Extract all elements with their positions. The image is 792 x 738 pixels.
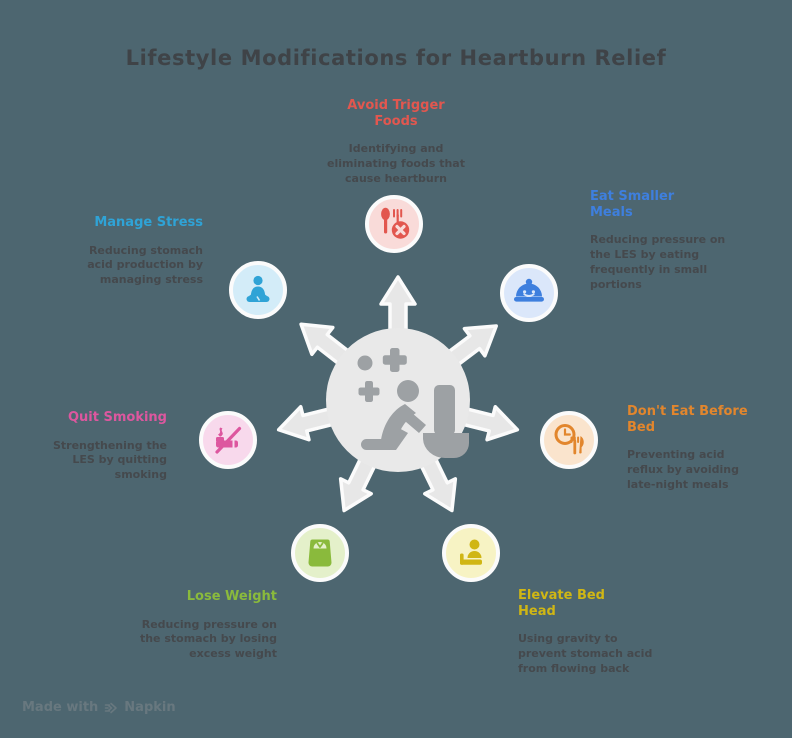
node-quit-smoking-description: Strengthening the LES by quitting smokin… (52, 438, 167, 482)
node-elevate-bed-head-description: Using gravity to prevent stomach acid fr… (518, 632, 653, 675)
watermark-brand: Napkin (124, 700, 176, 715)
node-avoid-trigger-foods: Avoid Trigger Foods Identifying and elim… (306, 98, 486, 187)
node-quit-smoking: Quit Smoking Strengthening the LES by qu… (27, 410, 167, 483)
no-smoking-icon (199, 411, 257, 469)
node-lose-weight-title: Lose Weight (186, 589, 277, 604)
person-in-bed-icon (442, 524, 500, 582)
node-manage-stress: Manage Stress Reducing stomach acid prod… (63, 215, 203, 288)
node-manage-stress-description: Reducing stomach acid production by mana… (87, 243, 203, 287)
node-quit-smoking-title: Quit Smoking (67, 410, 167, 425)
node-eat-smaller-meals-title: Eat Smaller Meals (590, 189, 675, 220)
node-manage-stress-title: Manage Stress (94, 215, 203, 230)
node-avoid-trigger-foods-description: Identifying and eliminating foods that c… (327, 142, 465, 185)
no-food-icon (365, 195, 423, 253)
node-dont-eat-before-bed-title: Don't Eat Before Bed (627, 404, 748, 435)
meal-clock-icon (540, 411, 598, 469)
node-avoid-trigger-foods-title: Avoid Trigger Foods (347, 98, 445, 129)
node-dont-eat-before-bed-description: Preventing acid reflux by avoiding late-… (627, 448, 739, 491)
center-hub (238, 240, 558, 560)
node-eat-smaller-meals: Eat Smaller Meals Reducing pressure on t… (590, 189, 732, 293)
meditation-icon (229, 261, 287, 319)
hub-arrows-graphic (276, 275, 520, 513)
watermark-prefix: Made with (22, 700, 99, 715)
node-dont-eat-before-bed: Don't Eat Before Bed Preventing acid ref… (627, 404, 777, 493)
covered-dish-icon (500, 264, 558, 322)
node-elevate-bed-head: Elevate Bed Head Using gravity to preven… (518, 588, 663, 677)
node-lose-weight: Lose Weight Reducing pressure on the sto… (117, 589, 277, 662)
node-eat-smaller-meals-description: Reducing pressure on the LES by eating f… (590, 233, 726, 291)
watermark: Made with Napkin (22, 700, 176, 715)
heartburn-person-icon (357, 348, 469, 458)
page-title: Lifestyle Modifications for Heartburn Re… (125, 46, 667, 70)
node-elevate-bed-head-title: Elevate Bed Head (518, 588, 605, 619)
napkin-logo-icon (104, 702, 118, 713)
node-lose-weight-description: Reducing pressure on the stomach by losi… (139, 617, 277, 661)
weight-scale-icon (291, 524, 349, 582)
